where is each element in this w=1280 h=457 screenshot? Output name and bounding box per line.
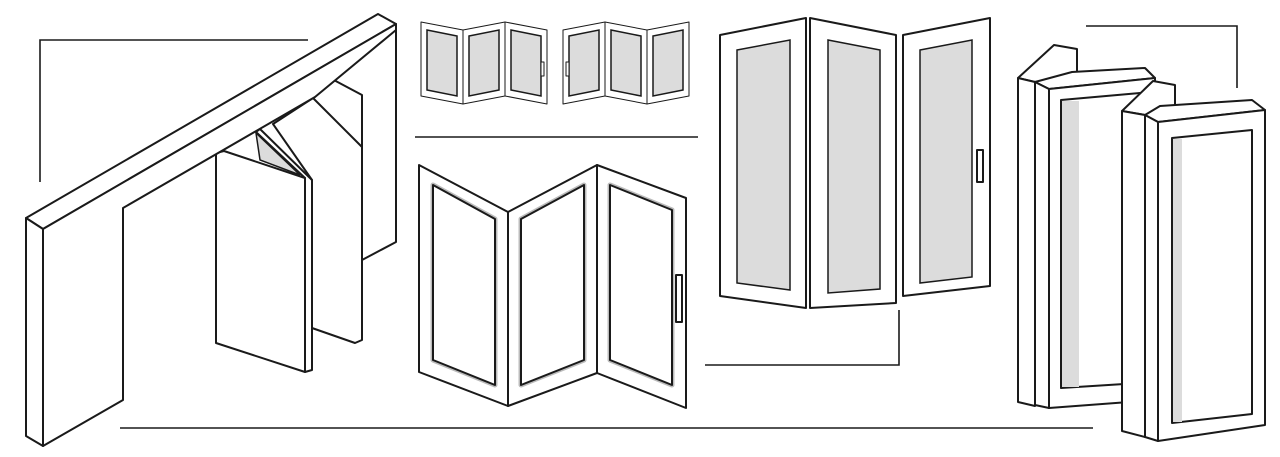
door-handle-icon <box>976 149 984 183</box>
frame-line-top-right <box>1086 25 1238 88</box>
folding-door-perspective <box>1017 44 1266 442</box>
panel-front <box>215 150 306 373</box>
door-handle-icon <box>675 274 683 323</box>
door-handle-icon <box>540 61 545 77</box>
wall-side <box>25 217 44 447</box>
door-handle-icon <box>565 61 570 77</box>
wall-front <box>42 23 397 447</box>
folding-door-zigzag <box>418 164 687 409</box>
folding-door-thumbnail-right <box>562 21 690 105</box>
frame-line-top-left <box>39 39 308 182</box>
wall-with-folded-panels <box>25 13 397 447</box>
folding-door-tall <box>719 17 991 309</box>
folding-door-thumbnail-left <box>420 21 548 105</box>
frame-line-center-bottom <box>705 310 900 366</box>
